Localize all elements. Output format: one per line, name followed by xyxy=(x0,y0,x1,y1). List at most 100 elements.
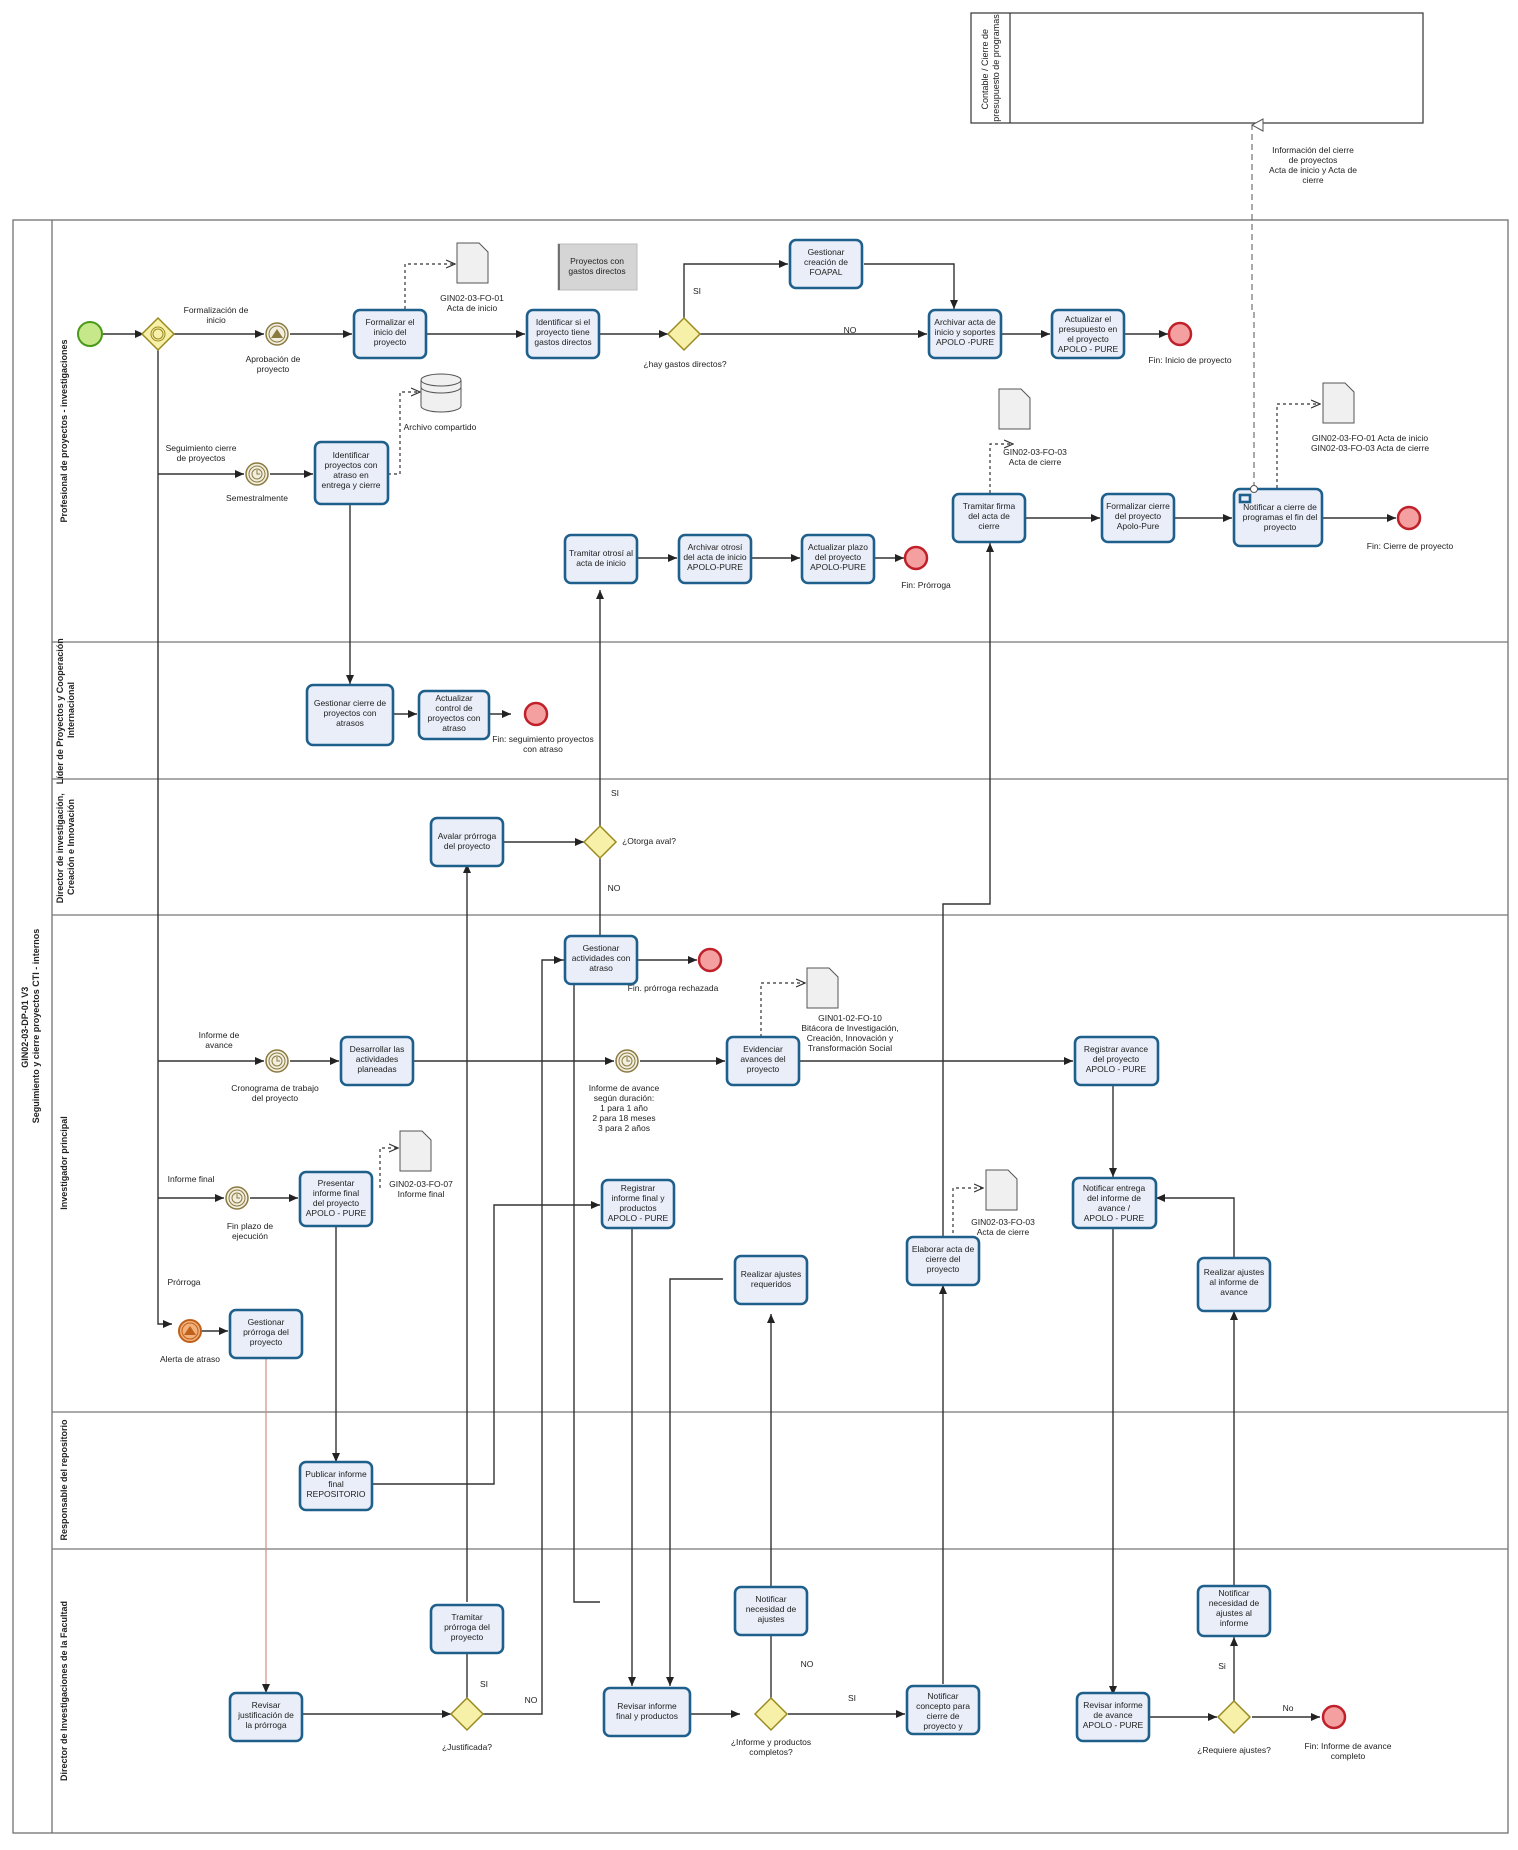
external-pool: Contable / Cierre de presupuesto de prog… xyxy=(970,12,1424,124)
external-pool-title-2: presupuesto de programas xyxy=(991,14,1001,122)
gateway-gastos xyxy=(666,316,702,352)
document-icon-bitacora xyxy=(806,967,839,1009)
end-event-cierre xyxy=(1396,505,1422,531)
label-justificada: ¿Justificada? xyxy=(442,1742,492,1752)
timer-event-semestralmente xyxy=(245,462,269,486)
gateway-justificada xyxy=(449,1696,485,1732)
label-hay-gastos: ¿hay gastos directos? xyxy=(643,359,726,369)
document-icon-fo03-bottom xyxy=(985,1169,1018,1211)
label-si-aval: SI xyxy=(611,788,619,798)
lane-label-director-fac: Director de Investigaciones de la Facult… xyxy=(59,1601,69,1781)
label-fin-prorroga: Fin: Prórroga xyxy=(901,580,951,590)
lane-label-profesional: Profesional de proyectos - investigacion… xyxy=(59,339,69,522)
annotation-proyectos-gastos xyxy=(557,243,638,291)
label-archivo: Archivo compartido xyxy=(404,422,477,432)
label-no-justificada: NO xyxy=(525,1695,538,1705)
label-fin-inicio: Fin: Inicio de proyecto xyxy=(1148,355,1231,365)
gateways xyxy=(140,316,1252,1735)
gateway-aval xyxy=(582,824,618,860)
lane-label-investigador: Investigador principal xyxy=(59,1116,69,1210)
timer-event-cronograma xyxy=(265,1049,289,1073)
end-event-avance xyxy=(1321,1704,1347,1730)
label-semestralmente: Semestralmente xyxy=(226,493,288,503)
end-event-seguimiento xyxy=(523,701,549,727)
label-si-ajustes: Si xyxy=(1218,1661,1226,1671)
label-si-justificada: SI xyxy=(480,1679,488,1689)
lane-label-lider-1: Líder de Proyectos y Cooperación xyxy=(55,638,65,784)
event-based-gateway xyxy=(140,316,176,352)
timer-event-fin-plazo xyxy=(225,1186,249,1210)
timer-event-informe-avance xyxy=(615,1049,639,1073)
database-icon xyxy=(420,373,462,413)
label-prorroga: Prórroga xyxy=(167,1277,200,1287)
start-event xyxy=(77,321,103,347)
events xyxy=(77,321,1422,1730)
document-icon-fo07 xyxy=(399,1130,432,1172)
label-si-completos: SI xyxy=(848,1693,856,1703)
